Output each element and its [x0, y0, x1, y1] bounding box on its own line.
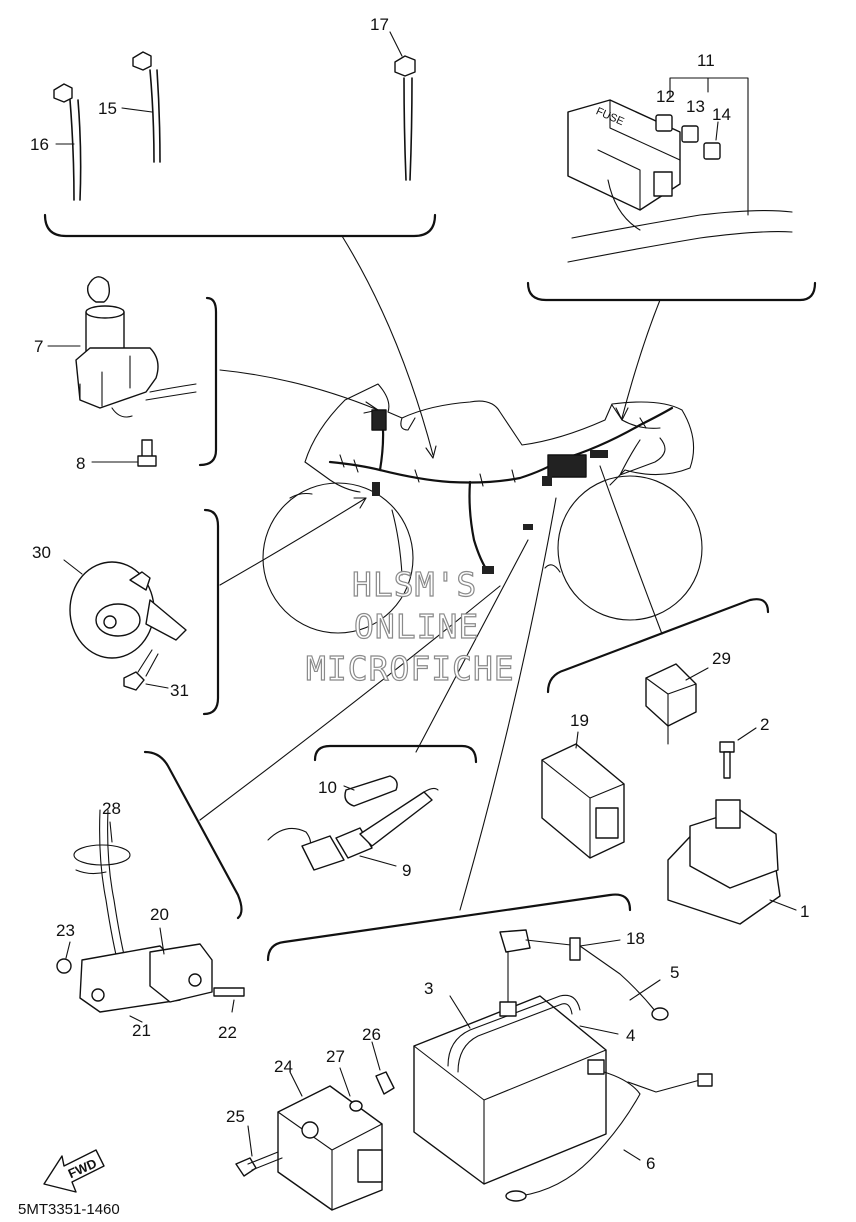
callout-20: 20 [150, 905, 169, 924]
battery-assembly [413, 929, 713, 1202]
main-switch [47, 276, 197, 467]
callout-19: 19 [570, 711, 589, 730]
callout-11: 11 [697, 51, 715, 70]
sensor-and-cover [267, 775, 439, 871]
callout-17: 17 [370, 15, 389, 34]
forward-direction-arrow: FWD [43, 1149, 105, 1193]
watermark-line-3: MICROFICHE [306, 649, 515, 688]
callout-23: 23 [56, 921, 75, 940]
callout-2: 2 [760, 715, 769, 734]
callout-30: 30 [32, 543, 51, 562]
callout-6: 6 [646, 1154, 655, 1173]
callout-numbers: 1 2 3 4 5 6 7 8 9 10 11 12 13 14 15 16 1… [30, 15, 809, 1173]
callout-14: 14 [712, 105, 731, 124]
callout-7: 7 [34, 337, 43, 356]
callout-12: 12 [656, 87, 675, 106]
leader-lines [199, 235, 663, 911]
callout-5: 5 [670, 963, 679, 982]
callout-27: 27 [326, 1047, 345, 1066]
callout-28: 28 [102, 799, 121, 818]
callout-4: 4 [626, 1026, 635, 1045]
callout-25: 25 [226, 1107, 245, 1126]
watermark: HLSM'S ONLINE MICROFICHE [305, 564, 515, 688]
callout-26: 26 [362, 1025, 381, 1044]
callout-24: 24 [274, 1057, 293, 1076]
relays [541, 663, 797, 925]
brake-switch-assembly [56, 809, 245, 1023]
callout-18: 18 [626, 929, 645, 948]
watermark-line-2: ONLINE [354, 607, 479, 646]
callout-16: 16 [30, 135, 49, 154]
rectifier-regulator [235, 1041, 395, 1211]
cable-ties [53, 31, 416, 201]
callout-10: 10 [318, 778, 337, 797]
watermark-line-1: HLSM'S [352, 565, 477, 604]
callout-21: 21 [132, 1021, 151, 1040]
diagram-code: 5MT3351-1460 [18, 1201, 120, 1217]
callout-1: 1 [800, 902, 809, 921]
callout-31: 31 [170, 681, 189, 700]
callout-8: 8 [76, 454, 85, 473]
horn [63, 559, 187, 691]
callout-15: 15 [98, 99, 117, 118]
group-brackets [43, 213, 817, 962]
motorcycle-silhouette [262, 383, 703, 634]
callout-13: 13 [686, 97, 705, 116]
callout-9: 9 [402, 861, 411, 880]
callout-29: 29 [712, 649, 731, 668]
fuse-box [567, 77, 793, 263]
callout-22: 22 [218, 1023, 237, 1042]
callout-3: 3 [424, 979, 433, 998]
